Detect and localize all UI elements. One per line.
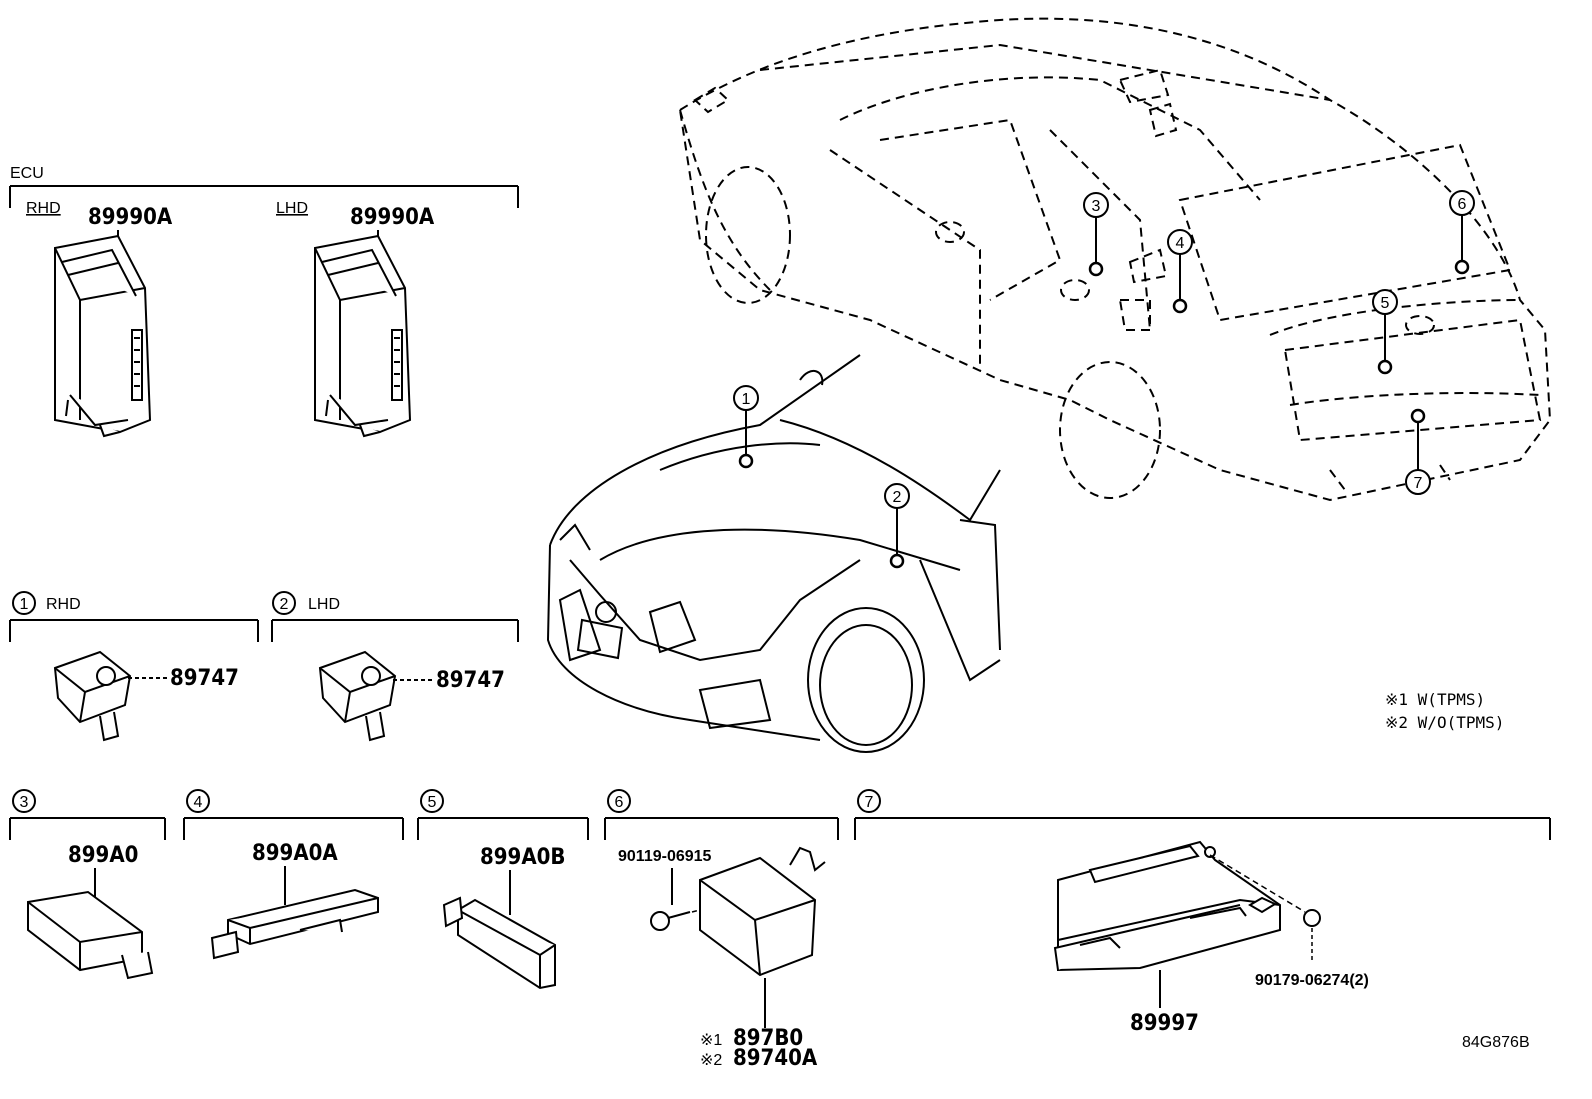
receiver-897b0 — [699, 846, 826, 977]
section-7: 7 90179-06274(2) 89997 — [854, 789, 1551, 1036]
section-6-part-number-1: 897B0 — [733, 1026, 803, 1051]
section-4-part-number: 899A0A — [252, 841, 338, 866]
section-2-label: LHD — [308, 596, 340, 613]
module-89997 — [1053, 840, 1281, 972]
section-1-number: 1 — [20, 596, 29, 613]
note-tpms: ※1 W(TPMS) — [1385, 690, 1485, 709]
section-1-label: RHD — [46, 596, 81, 613]
section-6-part-number-2: 89740A — [733, 1046, 818, 1071]
section-1: 1 RHD 89747 — [9, 591, 259, 742]
car-rear-view — [678, 17, 1552, 502]
ecu-rhd-module — [54, 230, 152, 438]
callout-5: 5 — [1372, 289, 1398, 375]
antenna-899a0 — [27, 890, 154, 980]
section-6-bolt-number: 90119-06915 — [618, 848, 712, 865]
svg-text:7: 7 — [1414, 475, 1423, 492]
ecu-lhd-part-number: 89990A — [350, 205, 435, 230]
ecu-title: ECU — [10, 165, 44, 182]
section-4-number: 4 — [194, 794, 203, 811]
callout-1: 1 — [733, 385, 759, 469]
section-5: 5 899A0B — [417, 789, 589, 990]
callout-7: 7 — [1405, 408, 1431, 495]
car-front-view — [546, 354, 1001, 753]
antenna-899a0b — [442, 896, 556, 990]
section-6-mark-1: ※1 — [700, 1032, 722, 1049]
sensor-89747-lhd — [318, 650, 397, 742]
ecu-section: ECU RHD LHD 89990A 89990A — [9, 165, 519, 438]
section-7-part-number: 89997 — [1130, 1011, 1199, 1036]
section-3-number: 3 — [20, 794, 29, 811]
ecu-lhd-label: LHD — [276, 200, 308, 217]
section-6-number: 6 — [615, 794, 624, 811]
callout-4: 4 — [1167, 229, 1193, 314]
bolt-90119 — [650, 911, 691, 931]
svg-text:5: 5 — [1381, 295, 1390, 312]
section-6: 6 90119-06915 ※1 897B0 ※2 89740A — [604, 789, 839, 1071]
section-1-part-number: 89747 — [170, 666, 239, 691]
ecu-rhd-part-number: 89990A — [88, 205, 173, 230]
section-5-part-number: 899A0B — [480, 845, 566, 870]
section-3-part-number: 899A0 — [68, 843, 138, 868]
svg-text:1: 1 — [742, 391, 751, 408]
callout-6: 6 — [1449, 190, 1475, 275]
svg-text:6: 6 — [1458, 196, 1467, 213]
svg-text:4: 4 — [1176, 235, 1185, 252]
note-no-tpms: ※2 W/O(TPMS) — [1385, 713, 1504, 732]
sensor-89747-rhd — [53, 650, 132, 742]
section-5-number: 5 — [428, 794, 437, 811]
svg-text:2: 2 — [893, 489, 902, 506]
svg-text:3: 3 — [1092, 198, 1101, 215]
section-6-mark-2: ※2 — [700, 1052, 722, 1069]
callout-3: 3 — [1083, 192, 1109, 277]
section-4: 4 899A0A — [183, 789, 404, 960]
section-2: 2 LHD 89747 — [271, 591, 519, 742]
section-2-number: 2 — [280, 596, 289, 613]
ecu-rhd-label: RHD — [26, 200, 61, 217]
callout-2: 2 — [884, 483, 910, 569]
section-3: 3 899A0 — [9, 789, 166, 980]
section-2-part-number: 89747 — [436, 668, 505, 693]
figure-id: 84G876B — [1462, 1034, 1530, 1051]
antenna-899a0a — [210, 888, 379, 960]
section-7-number: 7 — [865, 794, 874, 811]
ecu-lhd-module — [314, 230, 412, 438]
section-7-nut-number: 90179-06274(2) — [1255, 972, 1369, 989]
nut-90179 — [1303, 909, 1321, 927]
